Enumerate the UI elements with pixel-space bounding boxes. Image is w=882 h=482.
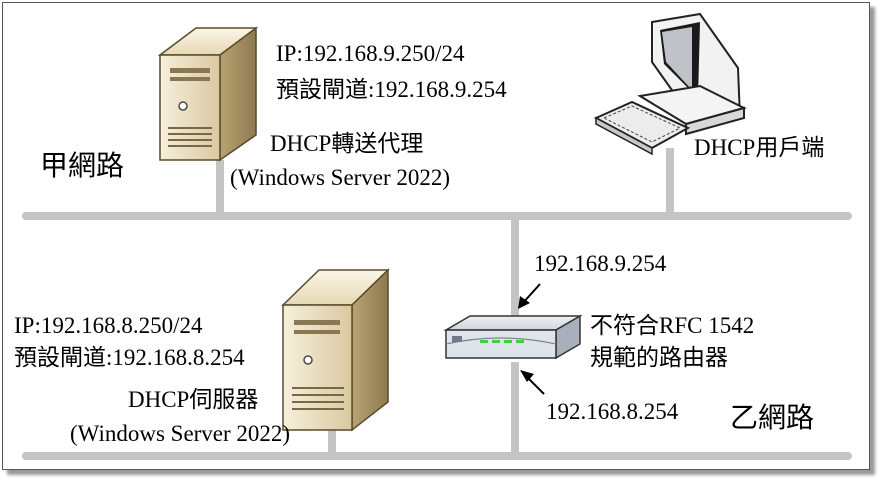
relay-server-icon	[157, 26, 259, 162]
server-name-label: DHCP伺服器	[128, 387, 259, 412]
router-icon	[443, 314, 583, 360]
server-os-label: (Windows Server 2022)	[70, 421, 291, 446]
router-ip-bottom-label: 192.168.8.254	[546, 399, 679, 424]
dhcp-server-icon	[281, 268, 390, 432]
server-gateway-label: 預設閘道:192.168.8.254	[14, 345, 245, 370]
arrow-bottom-icon	[520, 370, 545, 395]
network-b-label: 乙網路	[730, 401, 815, 434]
arrow-top-icon	[518, 283, 541, 309]
router-led	[480, 340, 488, 343]
relay-os-label: (Windows Server 2022)	[230, 165, 451, 190]
router-desc-line2: 規範的路由器	[590, 345, 728, 370]
server-ip-label: IP:192.168.8.250/24	[14, 313, 203, 338]
client-computer-icon	[593, 12, 747, 156]
router-ip-top-label: 192.168.9.254	[534, 251, 667, 276]
router-desc-line1: 不符合RFC 1542	[590, 313, 755, 338]
relay-gateway-label: 預設閘道:192.168.9.254	[276, 77, 507, 102]
network-a-label: 甲網路	[40, 149, 125, 182]
relay-ip-label: IP:192.168.9.250/24	[276, 41, 465, 66]
relay-name-label: DHCP轉送代理	[270, 131, 424, 156]
client-label: DHCP用戶端	[694, 135, 825, 160]
